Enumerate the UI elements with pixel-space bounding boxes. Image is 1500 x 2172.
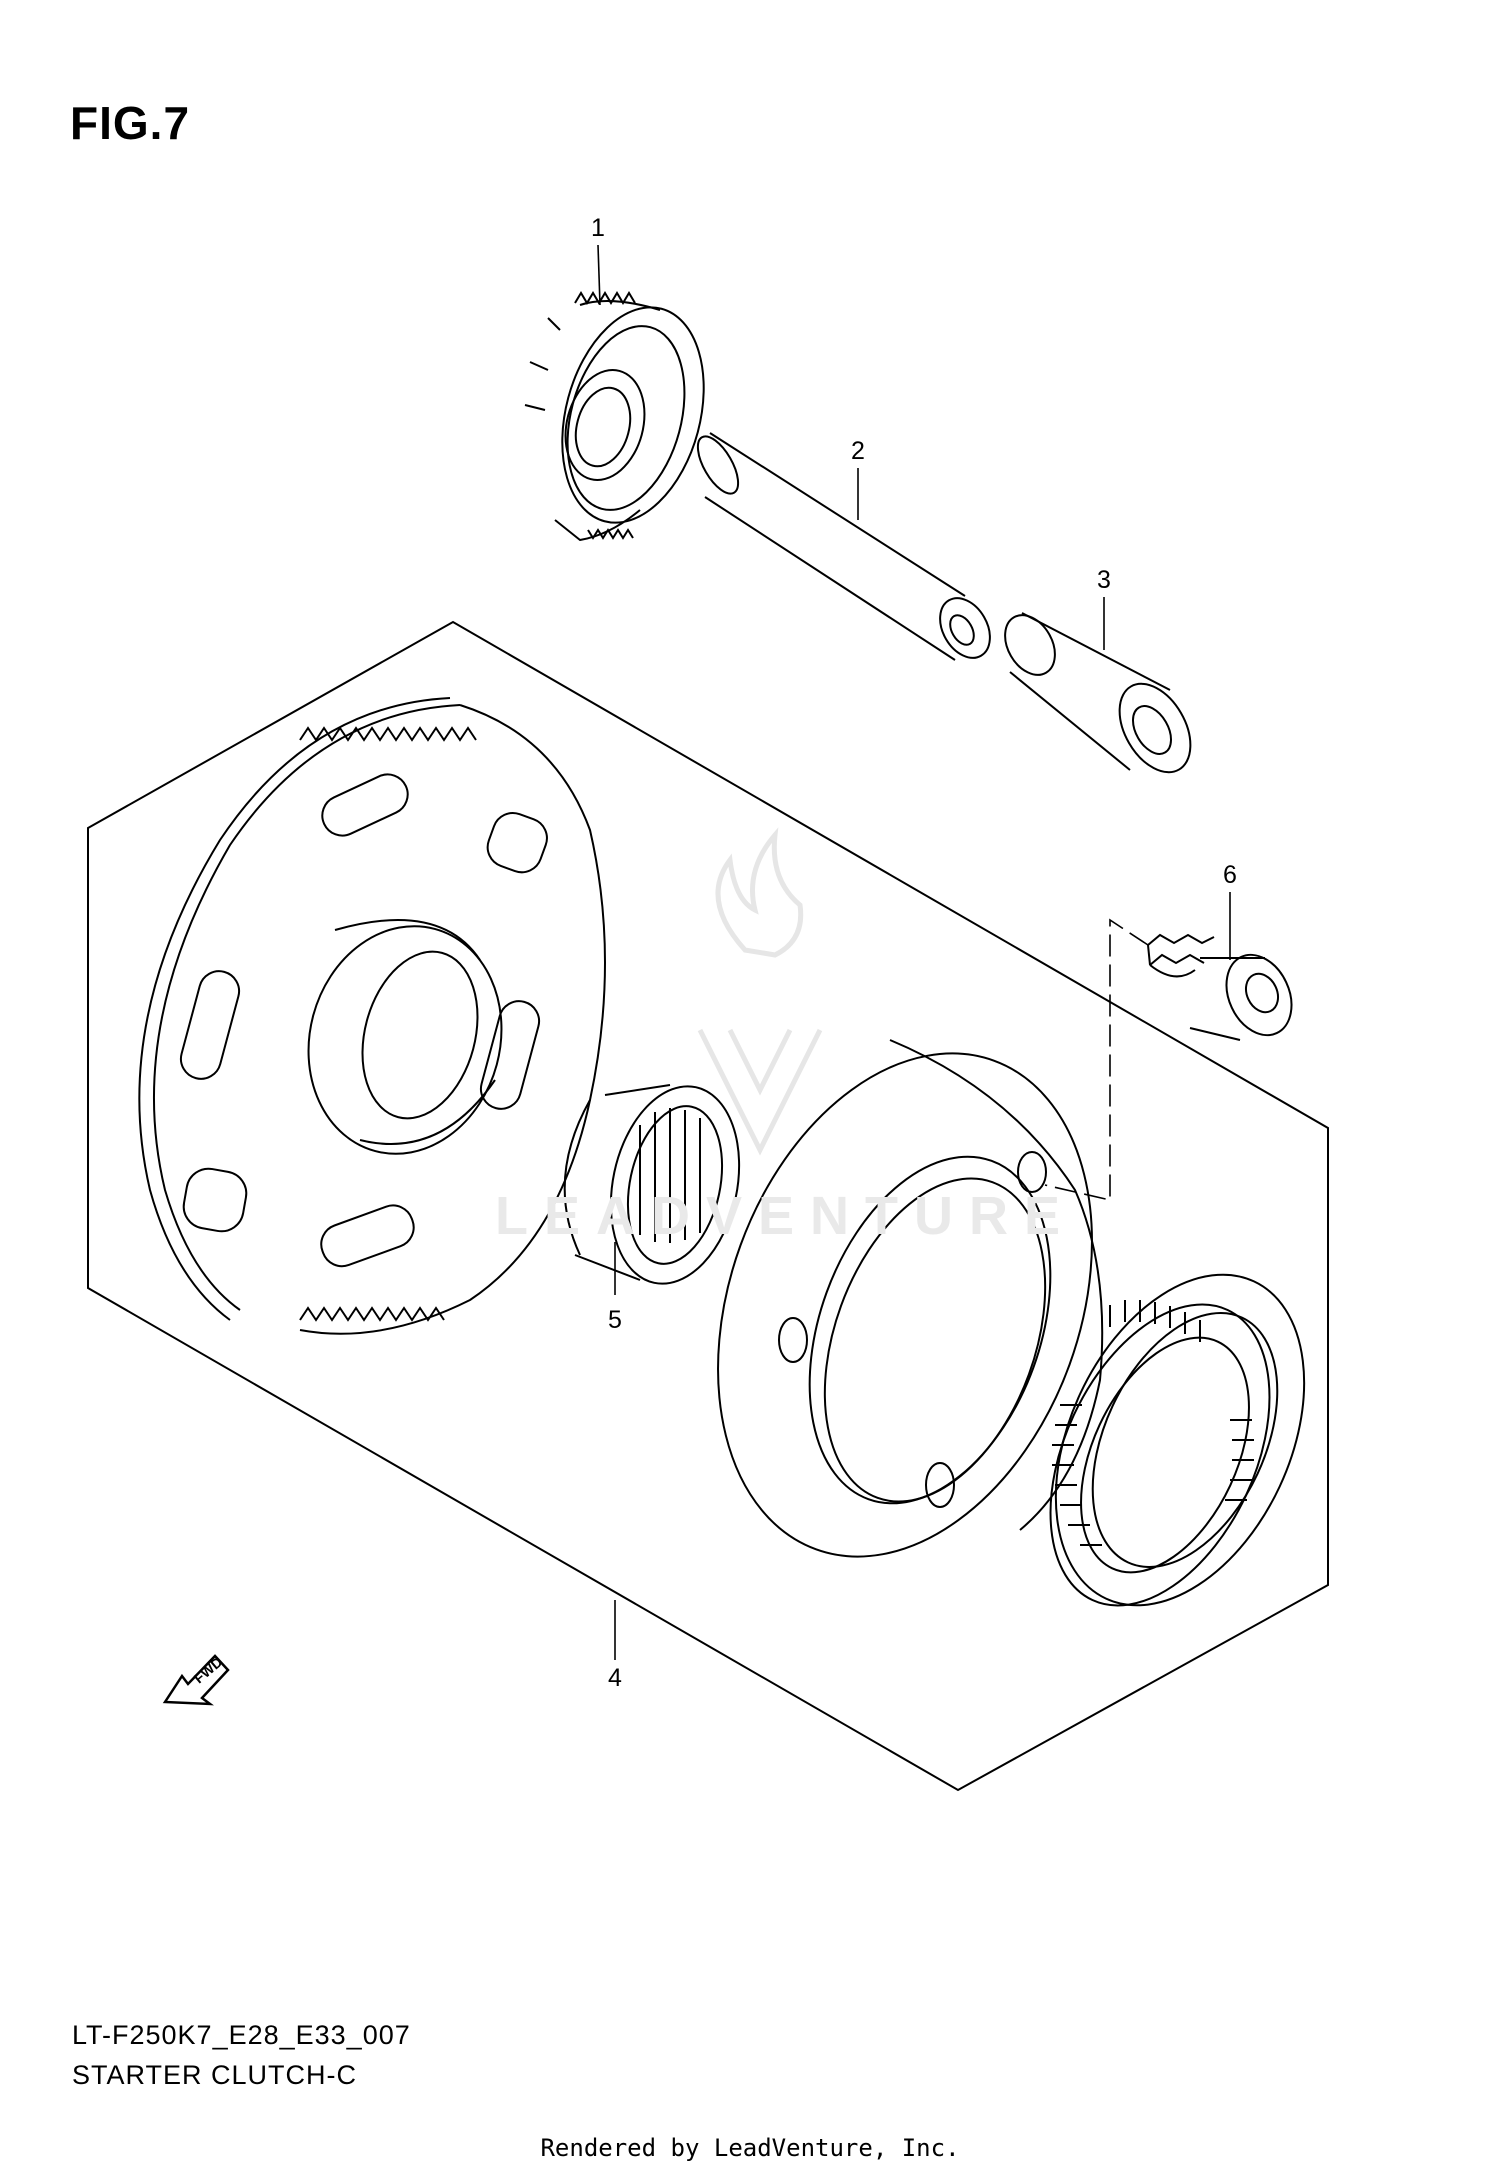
section-title: STARTER CLUTCH-C xyxy=(72,2060,358,2090)
callout-4: 4 xyxy=(608,1664,622,1692)
callout-5: 5 xyxy=(608,1306,622,1334)
one-way-clutch-part xyxy=(1006,1235,1353,1645)
callout-6: 6 xyxy=(1223,861,1237,889)
callout-3: 3 xyxy=(1097,566,1111,594)
figure-title: FIG.7 xyxy=(70,97,191,149)
callout-1: 1 xyxy=(591,214,605,242)
flame-logo-icon xyxy=(700,835,820,1150)
shaft-part xyxy=(690,430,1000,666)
watermark-text: LEADVENTURE xyxy=(495,1186,1077,1246)
leader-lines xyxy=(598,245,1230,1660)
spacer-part xyxy=(995,606,1205,784)
callout-2: 2 xyxy=(851,437,865,465)
fwd-arrow-icon xyxy=(165,1656,228,1704)
idle-gear-part xyxy=(525,291,726,540)
driven-gear-part xyxy=(139,698,605,1334)
model-code: LT-F250K7_E28_E33_007 xyxy=(72,2020,411,2050)
footer-credit: Rendered by LeadVenture, Inc. xyxy=(540,2134,960,2162)
assembly-outline xyxy=(88,622,1328,1790)
needle-bearing-part xyxy=(565,1074,757,1295)
bolt-part xyxy=(1148,935,1304,1046)
clutch-body-part xyxy=(652,1001,1159,1609)
